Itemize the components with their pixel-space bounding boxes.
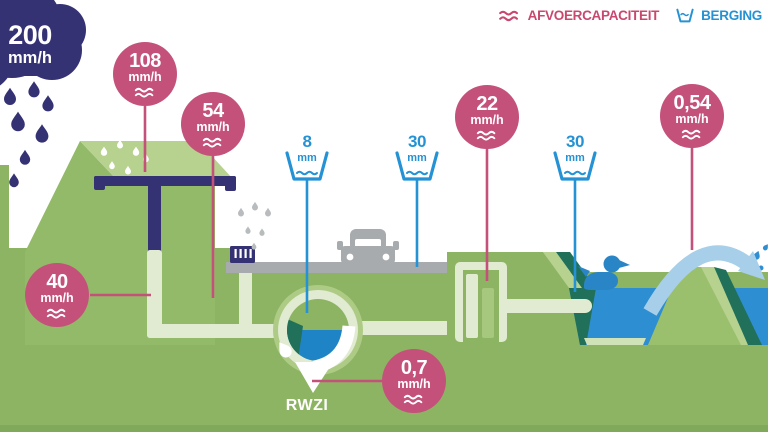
bank-light-face — [543, 252, 582, 288]
storage-value: 30 — [408, 132, 426, 151]
capacity-unit: mm/h — [196, 120, 230, 135]
storage-marker-ditch: 30 mm — [547, 133, 603, 181]
rain-drops-street — [238, 201, 271, 250]
capacity-value: 40 — [46, 271, 68, 293]
cloud-icon — [0, 0, 86, 188]
basin-icon — [676, 8, 694, 23]
outer-water — [733, 288, 768, 345]
capacity-unit: mm/h — [470, 113, 504, 128]
capacity-unit: mm/h — [675, 112, 709, 127]
ditch-water — [569, 288, 673, 345]
capacity-value: 108 — [129, 50, 161, 72]
storage-marker-street: 30 mm — [389, 133, 445, 181]
downpipe — [148, 182, 161, 253]
cloud-rainfall-unit: mm/h — [7, 49, 52, 67]
road — [226, 262, 447, 273]
storage-value: 8 — [302, 132, 312, 151]
underground-pipes — [147, 250, 464, 338]
waves-icon — [403, 395, 423, 405]
rwzi-arrow-icon — [274, 325, 356, 393]
storage-unit: mm — [565, 152, 585, 164]
capacity-marker-roof: 108 mm/h — [113, 42, 177, 106]
capacity-unit: mm/h — [40, 291, 74, 306]
legend-label-berging: BERGING — [701, 8, 762, 23]
legend-item-berging: BERGING — [676, 8, 762, 23]
waves-icon — [202, 138, 222, 148]
indicator-lines — [90, 106, 694, 383]
rwzi-label: RWZI — [285, 397, 329, 414]
roof-gutter — [94, 176, 236, 253]
street — [226, 201, 447, 273]
basin-icon: mm — [284, 151, 330, 181]
capacity-value: 0,7 — [400, 357, 428, 379]
capacity-marker-weir: 0,54 mm/h — [660, 84, 724, 148]
ditch — [500, 255, 673, 345]
storm-drain — [230, 246, 255, 263]
weir-arrow-icon — [643, 245, 765, 316]
waves-icon — [46, 309, 66, 319]
waves-icon — [498, 10, 518, 22]
capacity-value: 0,54 — [673, 92, 711, 114]
legend-item-afvoercapaciteit: AFVOERCAPACITEIT — [498, 8, 659, 23]
capacity-marker-house-sewer: 40 mm/h — [25, 263, 89, 327]
capacity-marker-overflow: 22 mm/h — [455, 85, 519, 149]
car-icon — [337, 229, 399, 264]
overflow-outlet-pipe — [500, 299, 592, 313]
storage-marker-sewer: 8 mm — [279, 133, 335, 181]
capacity-marker-street-drain: 54 mm/h — [181, 92, 245, 156]
capacity-unit: mm/h — [128, 70, 162, 85]
bottom-edge — [0, 425, 768, 432]
waves-icon — [134, 88, 154, 98]
capacity-value: 22 — [476, 93, 498, 115]
capacity-unit: mm/h — [397, 377, 431, 392]
basin-icon: mm — [394, 151, 440, 181]
rain-drops-cloud — [4, 81, 54, 188]
legend: AFVOERCAPACITEIT BERGING — [498, 8, 762, 23]
storage-unit: mm — [407, 152, 427, 164]
storage-unit: mm — [297, 152, 317, 164]
basin-icon: mm — [552, 151, 598, 181]
capacity-value: 54 — [202, 100, 224, 122]
cloud-rainfall-value: 200 — [8, 20, 52, 50]
capacity-marker-rwzi: 0,7 mm/h — [382, 349, 446, 413]
storage-value: 30 — [566, 132, 584, 151]
legend-label-afvoercapaciteit: AFVOERCAPACITEIT — [527, 8, 660, 23]
waves-icon — [476, 131, 496, 141]
duck-icon — [578, 255, 630, 290]
cloud-rainfall-label: 200 mm/h — [0, 22, 68, 68]
waves-icon — [681, 130, 701, 140]
